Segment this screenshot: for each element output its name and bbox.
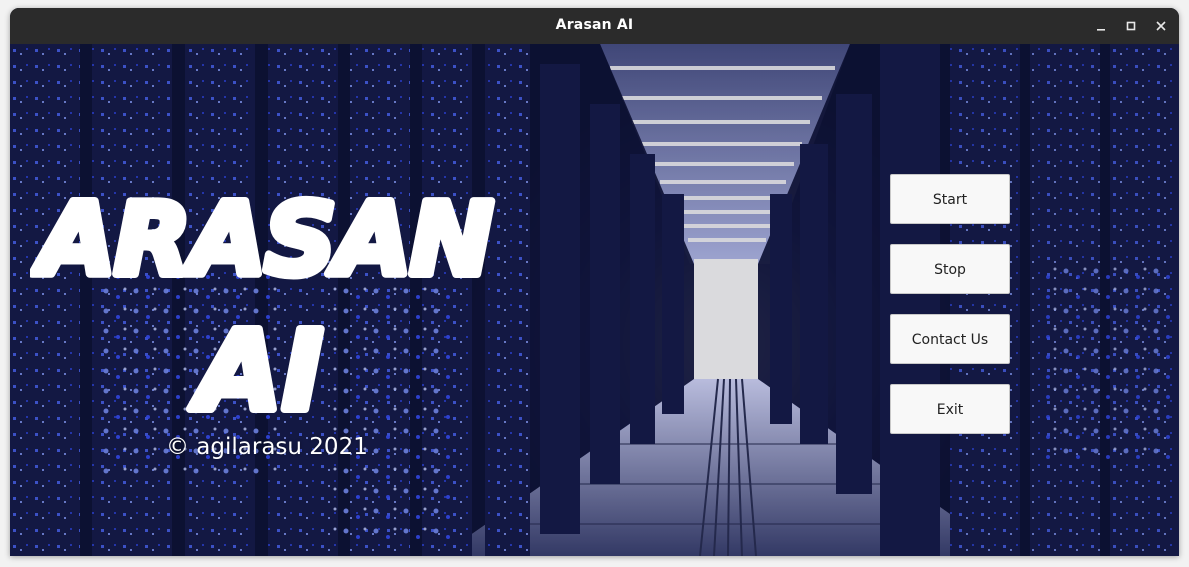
copyright-text: © agilarasu 2021 [166,434,368,460]
logo-line-1: ARASAN [32,181,492,298]
window-title: Arasan AI [555,17,634,33]
stop-button[interactable]: Stop [890,244,1010,294]
arasan-ai-logo: ARASAN AI [30,177,498,424]
title-bar[interactable]: Arasan AI [10,8,1179,44]
app-window: Arasan AI [10,8,1179,556]
main-content: ARASAN AI © agilarasu 2021 Start Stop Co… [10,44,1179,556]
contact-us-button[interactable]: Contact Us [890,314,1010,364]
minimize-icon[interactable] [1091,16,1111,36]
close-icon[interactable] [1151,16,1171,36]
exit-button[interactable]: Exit [890,384,1010,434]
start-button[interactable]: Start [890,174,1010,224]
maximize-icon[interactable] [1121,16,1141,36]
server-room-background [10,44,1179,556]
logo-line-2: AI [189,307,323,424]
